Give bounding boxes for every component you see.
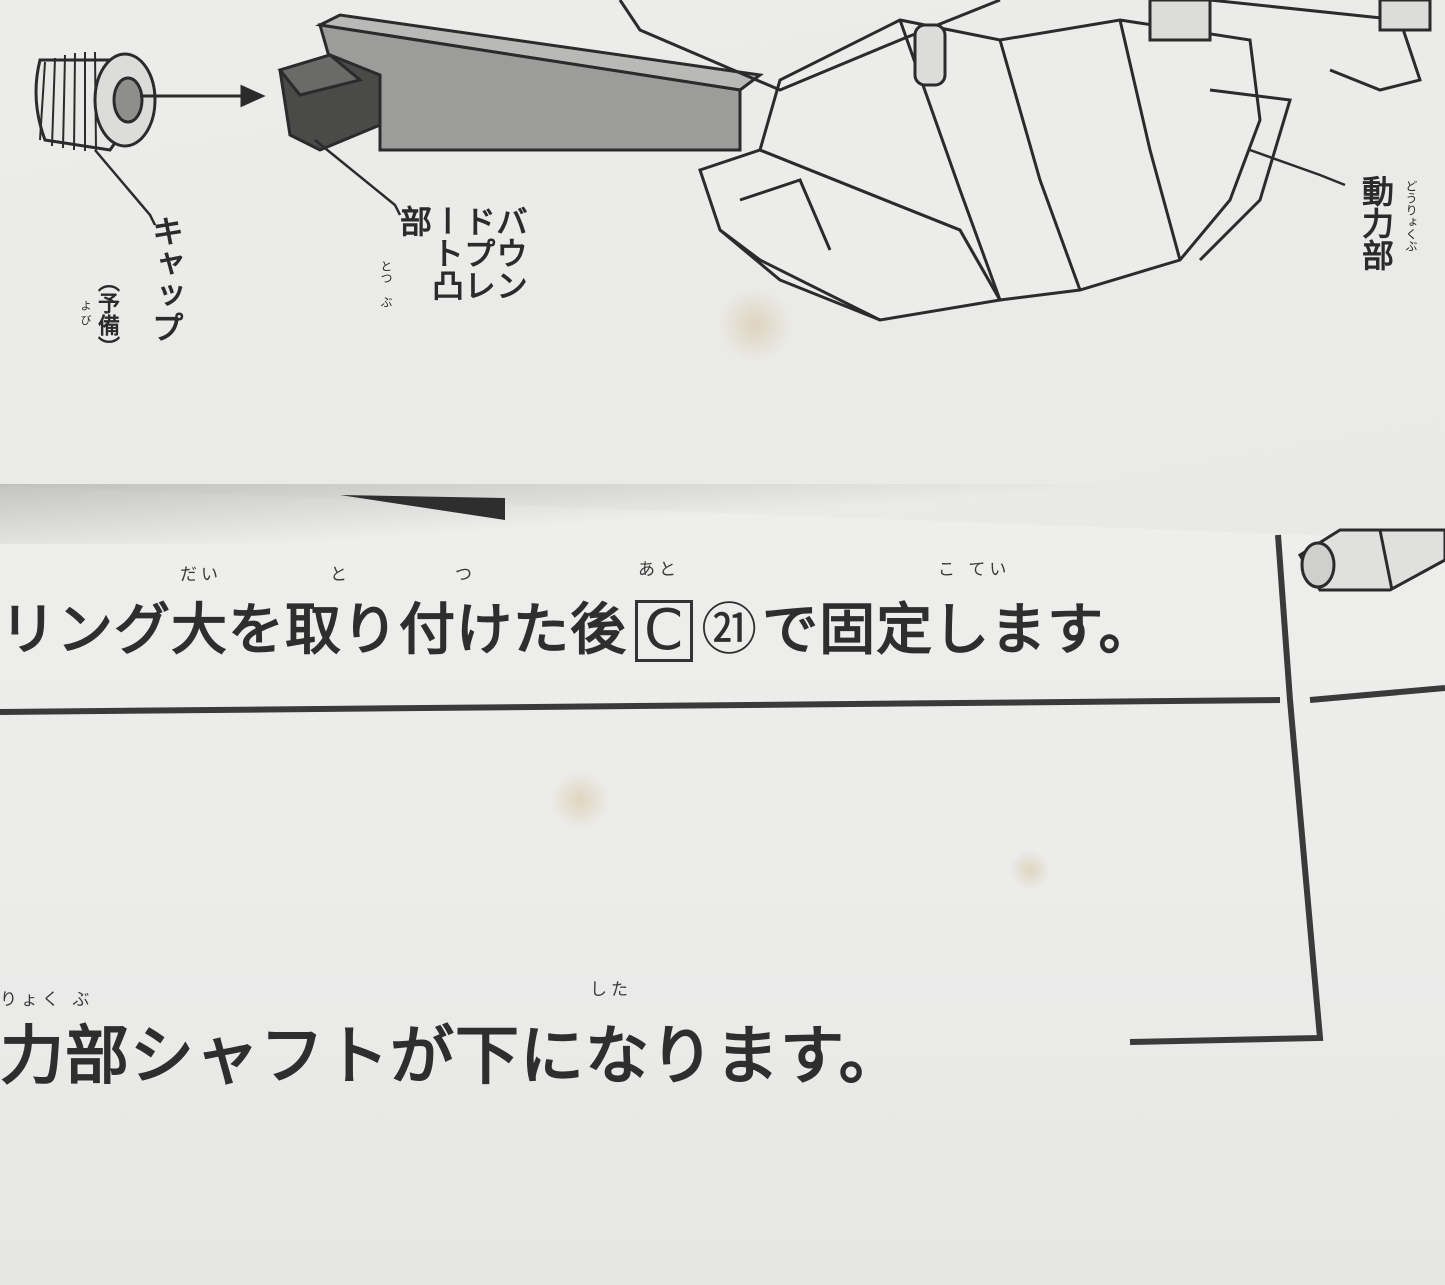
bound-plate-label: バウンドプレート凸部: [395, 205, 529, 301]
ruby-shita: した: [590, 980, 632, 1000]
part-sprue-c-box: C: [635, 600, 694, 662]
ruby-kotei: こ てい: [938, 560, 1011, 580]
ruby-dai: だい: [180, 565, 222, 585]
power-unit-ruby: どうりょくぶ: [1404, 180, 1418, 252]
ruby-to: と: [330, 565, 351, 585]
stain-mark: [1010, 850, 1050, 890]
bound-plate-ruby: とつ ぶ: [379, 260, 393, 308]
insert-arrow: [140, 84, 266, 108]
plate-leader: [314, 139, 402, 216]
stain-mark: [550, 770, 610, 830]
ruby-tsu: つ: [455, 565, 476, 585]
power-unit-label: 動力部: [1357, 175, 1395, 271]
instruction-text-before: リング大を取り付けた後: [0, 598, 627, 663]
power-unit-text: 動力部: [1357, 175, 1395, 271]
instruction-text-after: で固定します。: [762, 598, 1156, 663]
cap-label: キャップ: [147, 215, 185, 343]
lower-sheet-dark-mark: [340, 495, 505, 520]
cap-part: [34, 51, 157, 152]
stain-mark: [715, 290, 795, 360]
part-number-21: ㉑: [701, 598, 759, 663]
ruby-ato: あと: [638, 560, 680, 580]
lower-instruction-sheet: [0, 470, 1445, 1285]
power-unit-leader: [1249, 148, 1346, 187]
step-instruction-line-2: 力部シャフトが下になります。: [0, 1020, 904, 1094]
cap-spare-ruby: よ び: [79, 300, 92, 326]
ruby-ryokubu: りょく ぶ: [0, 990, 94, 1010]
step-frame: [0, 534, 1445, 1045]
bound-plate: [277, 13, 764, 152]
cap-spare-note: （予備）: [94, 270, 119, 358]
cap-leader: [94, 149, 157, 226]
rod-part: [1297, 528, 1445, 592]
power-unit: [618, 0, 1432, 322]
